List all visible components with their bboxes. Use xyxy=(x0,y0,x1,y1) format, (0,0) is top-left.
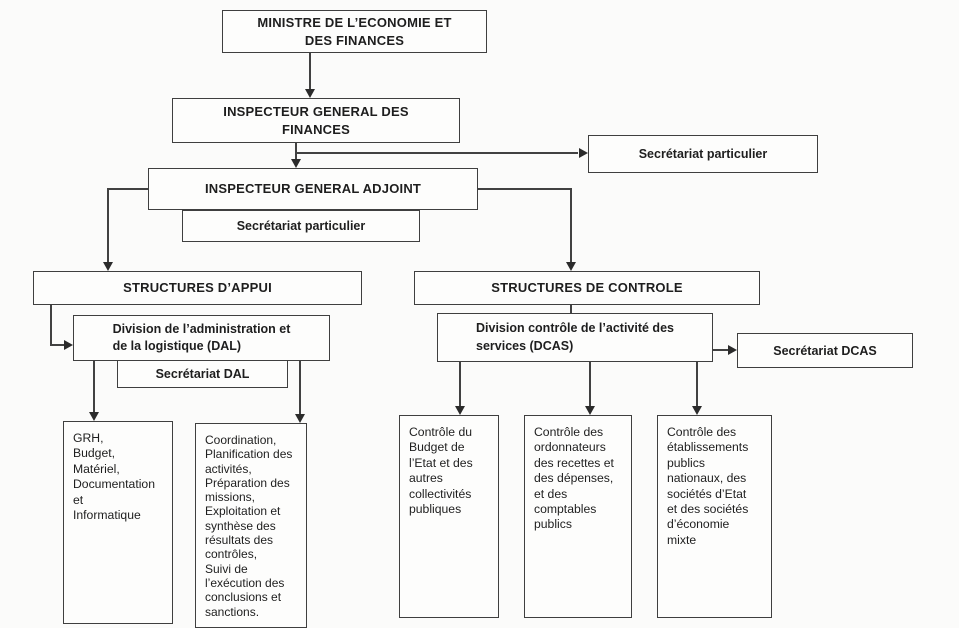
arrowhead-down xyxy=(89,412,99,421)
connector-appui-dal-v xyxy=(50,305,52,346)
connector-iga-controle-v xyxy=(570,188,572,264)
connector-iga-appui-h xyxy=(107,188,149,190)
arrowhead-down xyxy=(692,406,702,415)
node-ministre: MINISTRE DE L’ECONOMIE ET DES FINANCES xyxy=(222,10,487,53)
connector-ministre-igf xyxy=(309,52,311,92)
arrowhead-right xyxy=(728,345,737,355)
connector-dcas-budget xyxy=(459,361,461,407)
node-secretariat-particulier-1: Secrétariat particulier xyxy=(588,135,818,173)
node-division-dal: Division de l’administration et de la lo… xyxy=(73,315,330,361)
connector-iga-controle-h xyxy=(477,188,572,190)
arrowhead-down xyxy=(103,262,113,271)
node-secretariat-particulier-2: Secrétariat particulier xyxy=(182,210,420,242)
arrowhead-right xyxy=(579,148,588,158)
connector-iga-appui-v xyxy=(107,188,109,264)
node-controle-budget: Contrôle du Budget de l’Etat et des autr… xyxy=(399,415,499,618)
connector-appui-dal-h xyxy=(50,344,65,346)
connector-dcas-ordo xyxy=(589,361,591,407)
connector-igf-iga xyxy=(295,143,297,161)
node-grh-budget-materiel: GRH, Budget, Matériel, Documentation et … xyxy=(63,421,173,624)
division-dal-label: Division de l’administration et de la lo… xyxy=(112,321,291,354)
arrowhead-down xyxy=(295,414,305,423)
arrowhead-right xyxy=(64,340,73,350)
connector-dal-coordination xyxy=(299,360,301,415)
arrowhead-down xyxy=(455,406,465,415)
division-dcas-label: Division contrôle de l’activité des serv… xyxy=(476,321,674,353)
node-controle-etablissements: Contrôle des établissements publics nati… xyxy=(657,415,772,618)
node-secretariat-dal: Secrétariat DAL xyxy=(117,360,288,388)
connector-dcas-secretariat xyxy=(712,349,729,351)
connector-igf-secretariat xyxy=(296,152,578,154)
node-coordination: Coordination, Planification des activité… xyxy=(195,423,307,628)
connector-dal-grh xyxy=(93,360,95,413)
arrowhead-down xyxy=(566,262,576,271)
arrowhead-down xyxy=(291,159,301,168)
connector-controle-dcas xyxy=(570,305,572,314)
node-inspecteur-general-finances: INSPECTEUR GENERAL DES FINANCES xyxy=(172,98,460,143)
node-controle-ordonnateurs: Contrôle des ordonnateurs des recettes e… xyxy=(524,415,632,618)
arrowhead-down xyxy=(585,406,595,415)
node-secretariat-dcas: Secrétariat DCAS xyxy=(737,333,913,368)
node-inspecteur-general-adjoint: INSPECTEUR GENERAL ADJOINT xyxy=(148,168,478,210)
node-structures-controle: STRUCTURES DE CONTROLE xyxy=(414,271,760,305)
node-structures-appui: STRUCTURES D’APPUI xyxy=(33,271,362,305)
connector-dcas-etab xyxy=(696,361,698,407)
node-division-dcas: Division contrôle de l’activité des serv… xyxy=(437,313,713,362)
arrowhead-down xyxy=(305,89,315,98)
